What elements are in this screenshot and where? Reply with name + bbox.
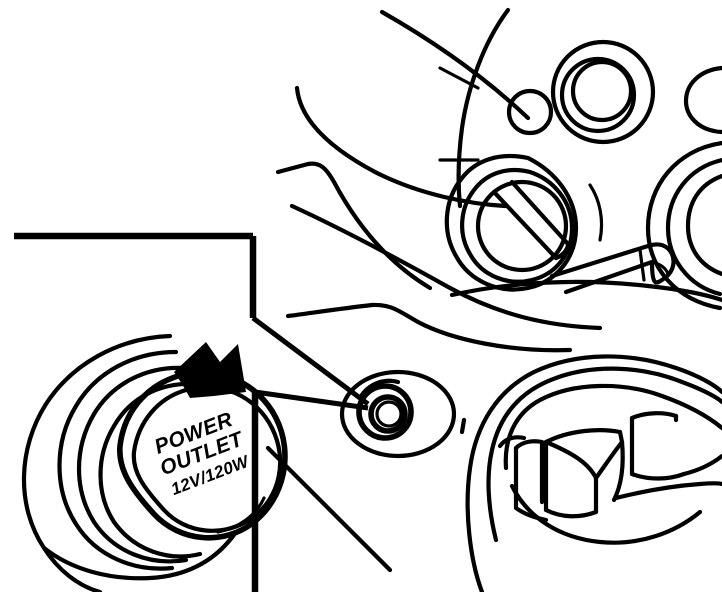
cupholder-second-contour <box>486 366 722 543</box>
outlet-socket-bore <box>375 400 403 428</box>
cupholder-left-divider-lip <box>497 435 527 449</box>
direction-arrow-head <box>174 342 246 398</box>
right-ring-middle <box>665 157 722 297</box>
cupholder-right-shelf <box>613 481 722 501</box>
cap-face-highlight <box>216 496 266 534</box>
console-power-outlet-socket <box>339 369 457 459</box>
dash-stub-1 <box>438 66 480 90</box>
cap-ring-2 <box>57 349 179 571</box>
knob-slot-end <box>553 241 571 261</box>
dash-contour-mid-2 <box>289 203 603 331</box>
right-divider-bottom <box>629 471 687 481</box>
cupholder-floor-contour <box>509 483 703 545</box>
outlet-recess-oval <box>339 369 457 459</box>
dash-contour-mid-1 <box>275 161 433 291</box>
vent-inner-ring <box>570 59 634 123</box>
callout-frame <box>14 232 259 592</box>
right-edge-concentric-rings <box>645 140 722 311</box>
center-block-right-edge <box>611 439 625 503</box>
cap-outer-socket-arc-lower <box>41 529 239 581</box>
lever-bottom-edge <box>563 259 655 295</box>
lever-end-cap <box>645 242 676 285</box>
vent-outer-ring <box>550 39 656 145</box>
knob-inner-bezel <box>460 167 575 284</box>
knob-slot-edge-1 <box>491 189 559 261</box>
right-edge-partial-ring <box>683 65 722 135</box>
knob-outer-bezel <box>444 153 579 292</box>
dash-contour-lower-1 <box>285 302 573 353</box>
knob-slot-edge-2 <box>509 179 571 247</box>
right-ring-inner <box>685 173 722 277</box>
lever-top-edge <box>549 243 651 279</box>
knob-side-arc <box>588 183 604 242</box>
cupholder-right-edge-contour <box>681 453 722 477</box>
right-divider-top <box>629 411 679 421</box>
cupholder-outer-contour <box>465 354 722 592</box>
center-block-top-right-face <box>593 439 625 481</box>
small-indicator-circle <box>506 88 554 136</box>
outlet-socket-crescent <box>357 378 401 401</box>
leader-line-lower <box>254 389 369 411</box>
direction-arrow <box>174 342 246 398</box>
cupholder-left-divider-front <box>513 445 549 523</box>
cupholder-inner-lip <box>503 383 722 471</box>
center-block-top-face <box>543 439 599 481</box>
center-block-top-left <box>543 428 623 445</box>
cap-ring-3 <box>77 365 189 564</box>
cap-face-ring <box>131 384 283 533</box>
outlet-socket-inner-ring <box>368 394 408 434</box>
cap-outer-socket-arc <box>21 333 173 592</box>
leader-line-upper <box>251 315 370 407</box>
vent-middle-ring <box>559 56 637 134</box>
leader-line-interior-diagonal <box>265 445 393 573</box>
cap-body-outer <box>117 369 288 541</box>
cup-holder-recess <box>459 354 722 592</box>
large-air-vent <box>550 39 656 145</box>
callout-leader-lines <box>251 315 393 573</box>
lever-end-crease <box>650 260 670 276</box>
outlet-socket-outer-ring <box>356 383 414 441</box>
dash-contour-upper-1 <box>379 9 531 121</box>
lever-crease-line <box>638 248 646 282</box>
vent-lever-bar <box>549 242 676 295</box>
slotted-rotary-knob <box>444 153 604 292</box>
cupholder-left-divider-top <box>513 439 545 505</box>
center-block-bottom <box>543 507 599 519</box>
knob-face <box>475 179 569 273</box>
dash-contour-upper-2 <box>294 85 508 209</box>
cupholder-left-tick <box>459 417 467 435</box>
right-ring-outer <box>645 140 722 311</box>
